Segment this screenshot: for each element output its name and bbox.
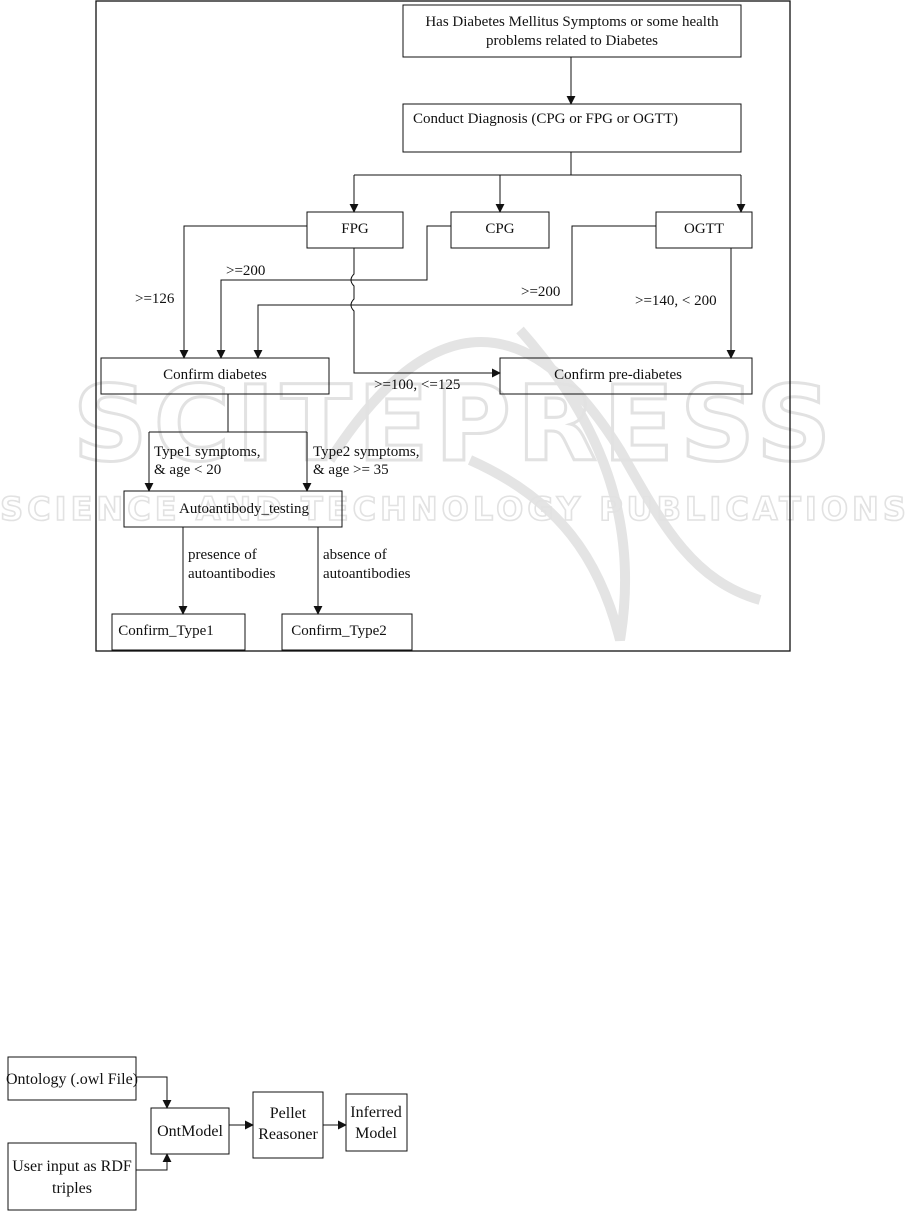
fpg-label: FPG — [341, 221, 369, 237]
ontology-box — [7, 1056, 137, 1101]
watermark: SCITEPRESS SCIENCE AND TECHNOLOGY PUBLIC… — [0, 326, 910, 642]
flowchart-connectors — [144, 57, 746, 615]
arrow-input-to-ontmodel — [136, 1153, 172, 1171]
pipeline-connectors — [136, 1076, 347, 1171]
arrow-fpg-to-diabetes — [179, 225, 307, 359]
type2-label: Confirm_Type2 — [291, 623, 387, 639]
ogtt-label: OGTT — [684, 221, 724, 237]
confirm-diabetes-box — [100, 357, 330, 395]
user-input-box — [7, 1142, 137, 1211]
ogtt-box — [655, 211, 753, 249]
autoantibody-label: Autoantibody_testing — [179, 501, 309, 517]
pellet-label-line2: Reasoner — [258, 1126, 318, 1143]
label-ogtt-diabetes: >=200 — [521, 284, 560, 300]
label-absence-line2: autoantibodies — [323, 566, 411, 582]
confirm-diabetes-label: Confirm diabetes — [163, 367, 267, 383]
cpg-label: CPG — [485, 221, 514, 237]
user-input-label-line1: User input as RDF — [12, 1158, 132, 1175]
label-type1-line2: & age < 20 — [154, 462, 221, 478]
arrow-ontology-to-ontmodel — [136, 1076, 172, 1109]
label-fpg-diabetes: >=126 — [135, 291, 175, 307]
label-type1-line1: Type1 symptoms, — [154, 444, 260, 460]
symptoms-box — [402, 4, 742, 58]
symptoms-label-line1: Has Diabetes Mellitus Symptoms or some h… — [425, 14, 719, 30]
pellet-box — [252, 1091, 324, 1159]
diagnosis-label: Conduct Diagnosis (CPG or FPG or OGTT) — [413, 111, 678, 127]
ontology-label: Ontology (.owl File) — [6, 1071, 138, 1088]
watermark-sub-text: SCIENCE AND TECHNOLOGY PUBLICATIONS — [0, 490, 910, 528]
label-absence-line1: absence of — [323, 547, 387, 563]
inferred-box — [345, 1093, 408, 1152]
inferred-label-line1: Inferred — [350, 1104, 402, 1121]
label-fpg-prediabetes: >=100, <=125 — [374, 377, 460, 393]
flowchart-frame — [95, 0, 791, 652]
label-type2-line1: Type2 symptoms, — [313, 444, 419, 460]
label-cpg-diabetes: >=200 — [226, 263, 265, 279]
pellet-label-line1: Pellet — [270, 1105, 307, 1122]
label-presence-line2: autoantibodies — [188, 566, 276, 582]
arrow-cpg-to-diabetes — [216, 225, 451, 359]
inferred-label-line2: Model — [355, 1125, 397, 1142]
ontmodel-label: OntModel — [157, 1123, 223, 1140]
watermark-main-text: SCITEPRESS — [73, 363, 837, 485]
label-presence-line1: presence of — [188, 547, 257, 563]
label-type2-line2: & age >= 35 — [313, 462, 389, 478]
label-ogtt-prediabetes: >=140, < 200 — [635, 293, 717, 309]
autoantibody-box — [123, 490, 343, 528]
arrow-fpg-to-prediabetes — [350, 248, 501, 378]
type2-box — [281, 613, 413, 651]
ontmodel-box — [150, 1107, 230, 1155]
type1-label: Confirm_Type1 — [118, 623, 214, 639]
confirm-prediabetes-label: Confirm pre-diabetes — [554, 367, 682, 383]
symptoms-label-line2: problems related to Diabetes — [486, 33, 658, 49]
arrow-ogtt-to-diabetes — [253, 225, 656, 359]
user-input-label-line2: triples — [52, 1180, 92, 1197]
